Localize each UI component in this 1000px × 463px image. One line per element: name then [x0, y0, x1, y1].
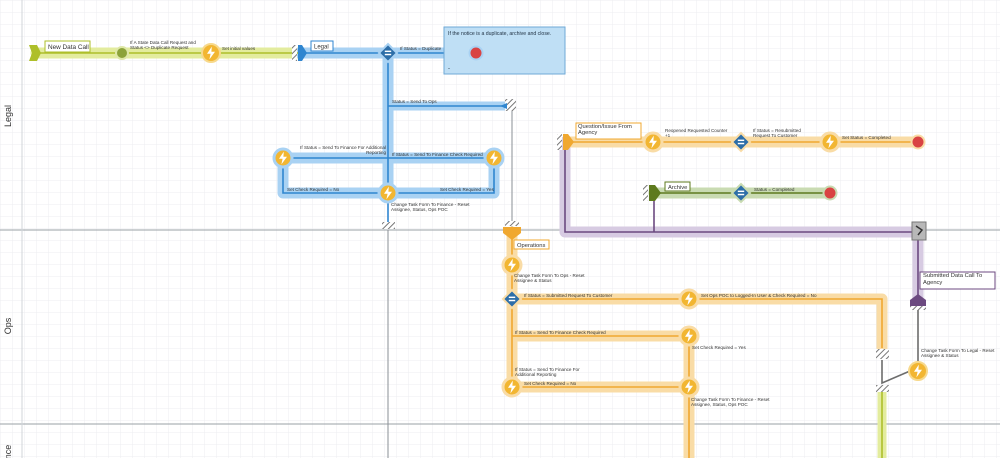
- start-node-archive[interactable]: Archive: [643, 181, 691, 201]
- label-change-finance: Change Task Form To Finance - Reset Assi…: [391, 202, 470, 213]
- label-set-ops-poc: Set Ops POC to Logged-In User & Check Re…: [701, 293, 817, 298]
- diamond-resubmitted[interactable]: [730, 131, 752, 153]
- note-text: If the notice is a duplicate, archive an…: [448, 31, 551, 37]
- start-node-operations[interactable]: Operations: [503, 221, 550, 250]
- label-status-finance-additional-box: If Status = Send To Finance For Addition…: [300, 145, 386, 156]
- bolt-reopened-counter[interactable]: [642, 131, 664, 153]
- label-cond-state-data-call-box: If A State Data Call Request and Status …: [130, 40, 196, 51]
- bolt-ops-change-finance[interactable]: [678, 376, 700, 398]
- label-change-finance-box: Change Task Form To Finance - Reset Assi…: [391, 202, 470, 213]
- note-duplicate[interactable]: If the notice is a duplicate, archive an…: [443, 26, 566, 75]
- connector-ops-finance[interactable]: [876, 385, 889, 392]
- arrow-send-ops: [500, 103, 507, 109]
- label-status-send-ops: Status = Send To Ops: [392, 99, 437, 104]
- label-set-check-yes: Set Check Required = Yes: [440, 187, 494, 192]
- start-node-submitted[interactable]: Submitted Data Call To Agency: [910, 221, 996, 310]
- start-node-legal[interactable]: Legal: [292, 40, 334, 61]
- edge-labels: If A State Data Call Request and Status …: [130, 40, 995, 408]
- lane-label-ops: Ops: [3, 317, 13, 334]
- diamond-duplicate[interactable]: [377, 42, 399, 64]
- label-set-initial: Set initial values: [222, 46, 256, 51]
- note-dash: -: [448, 66, 450, 72]
- bolt-change-legal[interactable]: [908, 361, 928, 381]
- connector-legal-finance[interactable]: [382, 222, 395, 229]
- connector-ops-legal[interactable]: [876, 349, 889, 359]
- bolt-change-finance[interactable]: [377, 182, 399, 204]
- bolt-ops-set-check-no[interactable]: [501, 376, 523, 398]
- label-ops-change-finance: Change Task Form To Finance - Reset Assi…: [691, 397, 770, 408]
- label-reopened-counter: Reopened Requested Counter +1: [665, 128, 728, 139]
- diamond-submitted[interactable]: [501, 288, 523, 310]
- label-change-legal: Change Task Form To Legal - Reset Assign…: [921, 348, 995, 359]
- bolt-set-ops-poc[interactable]: [678, 288, 700, 310]
- label-status-finance-check: If Status = Send To Finance Check Requir…: [392, 152, 483, 157]
- label-set-check-no: Set Check Required = No: [287, 187, 340, 192]
- label-status-resubmitted: If Status = Resubmitted Request To Custo…: [753, 128, 801, 139]
- label-reopened-counter-box: Reopened Requested Counter +1: [665, 128, 728, 139]
- label-set-completed: Set Status = Completed: [842, 135, 891, 140]
- end-node-duplicate[interactable]: [468, 45, 484, 61]
- label-ops-finance-additional: If Status = Send To Finance For Addition…: [515, 367, 580, 378]
- label-ops-finance-check: If Status = Send To Finance Check Requir…: [515, 330, 606, 335]
- label-cond-state-data-call: If A State Data Call Request and Status …: [130, 40, 196, 51]
- bolt-finance-check[interactable]: [483, 147, 505, 169]
- label-change-legal-box: Change Task Form To Legal - Reset Assign…: [921, 348, 995, 359]
- green-condition-dot[interactable]: [115, 46, 129, 60]
- operations-label: Operations: [517, 243, 545, 249]
- label-status-resubmitted-box: If Status = Resubmitted Request To Custo…: [753, 128, 801, 139]
- bolt-set-initial[interactable]: [201, 43, 221, 63]
- connector-send-ops[interactable]: [505, 99, 516, 111]
- bolt-finance-additional[interactable]: [272, 147, 294, 169]
- label-ops-set-check-no: Set Check Required = No: [524, 381, 577, 386]
- start-node-question-issue[interactable]: Question/Issue From Agency: [557, 122, 642, 150]
- submitted-label-box: Submitted Data Call To Agency: [923, 273, 983, 286]
- archive-label: Archive: [668, 185, 687, 191]
- lane-label-finance: nce: [3, 445, 13, 458]
- end-node-completed[interactable]: [910, 134, 926, 150]
- bolt-ops-set-check-yes[interactable]: [678, 325, 700, 347]
- question-issue-label: Question/Issue From Agency: [578, 124, 632, 137]
- label-ops-set-check-yes: Set Check Required = Yes: [692, 345, 746, 350]
- label-status-finance-additional: If Status = Send To Finance For Addition…: [300, 145, 386, 156]
- legal-label: Legal: [314, 45, 329, 51]
- new-data-call-label: New Data Call: [48, 44, 89, 51]
- diamond-archive-status[interactable]: [730, 182, 752, 204]
- bolt-change-ops[interactable]: [501, 254, 523, 276]
- label-status-duplicate: If Status = Duplicate: [400, 46, 442, 51]
- submitted-label: Submitted Data Call To Agency: [923, 273, 983, 286]
- label-status-completed: Status = Completed: [754, 187, 795, 192]
- question-issue-label-box: Question/Issue From Agency: [578, 124, 632, 137]
- label-ops-change-finance-box: Change Task Form To Finance - Reset Assi…: [691, 397, 770, 408]
- end-node-archive[interactable]: [822, 185, 838, 201]
- label-ops-finance-additional-box: If Status = Send To Finance For Addition…: [515, 367, 580, 378]
- lane-label-legal: Legal: [3, 105, 13, 127]
- label-change-ops-box: Change Task Form To Ops - Reset Assignee…: [514, 273, 585, 284]
- start-node-new-data-call[interactable]: New Data Call: [29, 40, 91, 61]
- label-change-ops: Change Task Form To Ops - Reset Assignee…: [514, 273, 585, 284]
- label-status-submitted: If Status = Submitted Request To Custome…: [524, 293, 613, 298]
- bolt-set-completed[interactable]: [819, 131, 841, 153]
